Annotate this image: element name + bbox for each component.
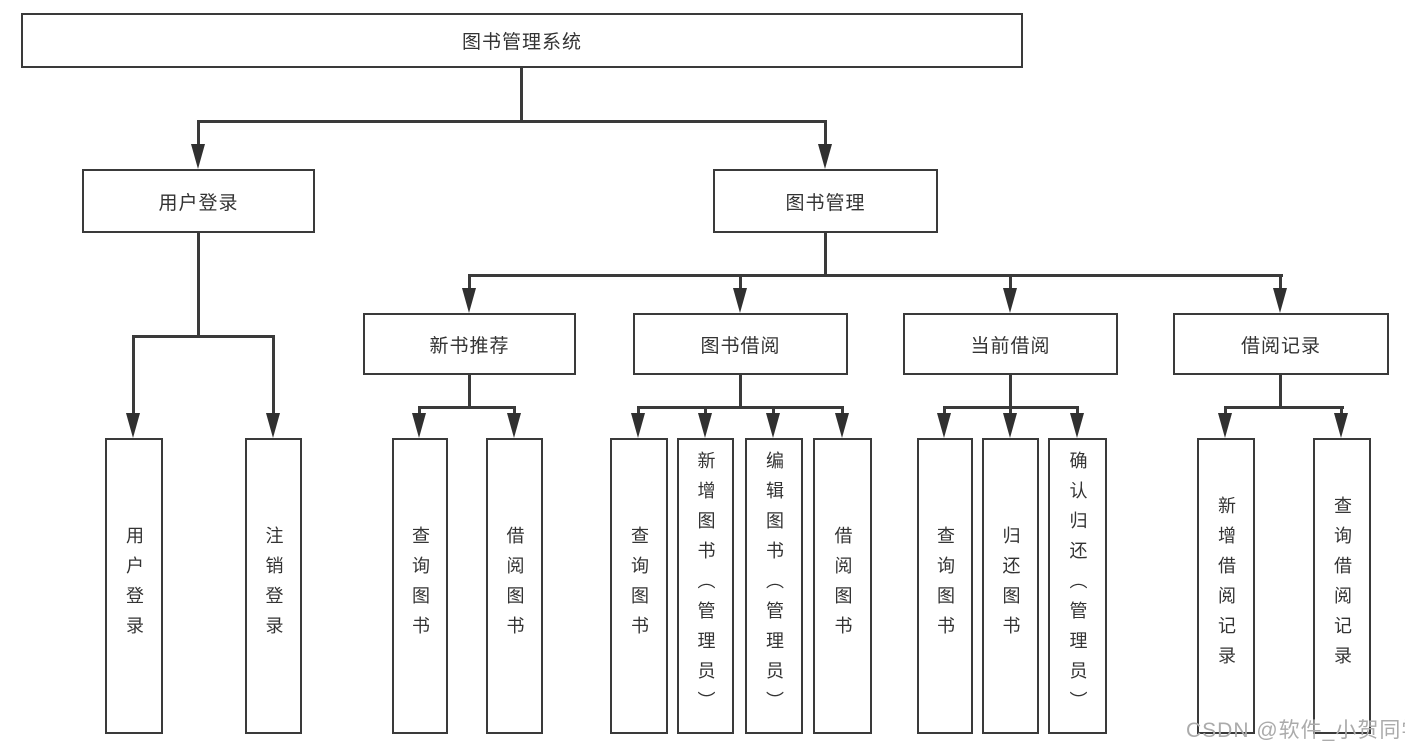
arrow-down-icon — [818, 144, 832, 169]
arrow-down-icon — [462, 288, 476, 313]
leaf-confirm-return-admin: 确认归还（管理员） — [1048, 438, 1107, 734]
connector-leaf-shaft — [841, 406, 844, 415]
leaf-add-book-admin: 新增图书（管理员） — [677, 438, 734, 734]
connector-leaf-shaft — [772, 406, 775, 415]
leaf-query-books-borrow: 查询图书 — [610, 438, 668, 734]
connector-leaf-shaft — [1224, 406, 1227, 415]
node-user-login: 用户登录 — [82, 169, 315, 233]
leaf-borrow-books-borrow: 借阅图书 — [813, 438, 872, 734]
arrow-down-icon — [1334, 413, 1348, 438]
leaf-query-books-current: 查询图书 — [917, 438, 973, 734]
node-root: 图书管理系统 — [21, 13, 1023, 68]
connector-leaf-shaft — [418, 406, 421, 415]
node-borrow-records: 借阅记录 — [1173, 313, 1389, 375]
connector-leaf-shaft — [637, 406, 640, 415]
connector-login-group-stem — [197, 233, 200, 338]
leaf-add-borrow-record: 新增借阅记录 — [1197, 438, 1255, 734]
connector-leaf-shaft — [272, 335, 275, 414]
leaf-return-books: 归还图书 — [982, 438, 1039, 734]
leaf-user-login: 用户登录 — [105, 438, 163, 734]
connector-recommend-stem — [468, 375, 471, 409]
connector-leaf-shaft — [1340, 406, 1343, 415]
arrow-down-icon — [1003, 413, 1017, 438]
connector-leaf-shaft — [1009, 406, 1012, 415]
leaf-edit-book-admin: 编辑图书（管理员） — [745, 438, 803, 734]
arrow-down-icon — [1003, 288, 1017, 313]
connector-borrow-stem — [739, 375, 742, 409]
csdn-watermark: CSDN @软件_小贺同学 — [1186, 719, 1405, 742]
arrow-down-icon — [766, 413, 780, 438]
arrow-down-icon — [835, 413, 849, 438]
connector-records-stem — [1279, 375, 1282, 409]
node-new-book-recommend: 新书推荐 — [363, 313, 576, 375]
connector-login-group-bar — [132, 335, 275, 338]
node-book-borrow: 图书借阅 — [633, 313, 848, 375]
leaf-logout: 注销登录 — [245, 438, 302, 734]
arrow-down-icon — [412, 413, 426, 438]
node-current-borrow: 当前借阅 — [903, 313, 1118, 375]
connector-recommend-bar — [418, 406, 516, 409]
arrow-down-icon — [507, 413, 521, 438]
connector-current-stem — [1009, 375, 1012, 409]
arrow-down-icon — [266, 413, 280, 438]
arrow-down-icon — [1070, 413, 1084, 438]
leaf-query-books-recommend: 查询图书 — [392, 438, 448, 734]
connector-login-shaft — [197, 120, 200, 146]
connector-leaf-shaft — [943, 406, 946, 415]
connector-l3-shaft — [1279, 274, 1282, 290]
connector-leaf-shaft — [1076, 406, 1079, 415]
connector-root-bar — [197, 120, 827, 123]
connector-borrow-bar — [637, 406, 844, 409]
connector-manage-shaft — [824, 120, 827, 146]
arrow-down-icon — [1273, 288, 1287, 313]
arrow-down-icon — [733, 288, 747, 313]
arrow-down-icon — [698, 413, 712, 438]
arrow-down-icon — [191, 144, 205, 169]
connector-root-stem — [520, 68, 523, 123]
leaf-borrow-books-recommend: 借阅图书 — [486, 438, 543, 734]
node-book-manage: 图书管理 — [713, 169, 938, 233]
connector-manage-group-stem — [824, 233, 827, 277]
connector-leaf-shaft — [513, 406, 516, 415]
leaf-query-borrow-record: 查询借阅记录 — [1313, 438, 1371, 734]
connector-leaf-shaft — [704, 406, 707, 415]
arrow-down-icon — [1218, 413, 1232, 438]
connector-l3-shaft — [739, 274, 742, 290]
arrow-down-icon — [937, 413, 951, 438]
connector-records-bar — [1224, 406, 1344, 409]
arrow-down-icon — [126, 413, 140, 438]
connector-leaf-shaft — [132, 335, 135, 414]
connector-manage-group-bar — [468, 274, 1283, 277]
arrow-down-icon — [631, 413, 645, 438]
connector-l3-shaft — [468, 274, 471, 290]
connector-l3-shaft — [1009, 274, 1012, 290]
